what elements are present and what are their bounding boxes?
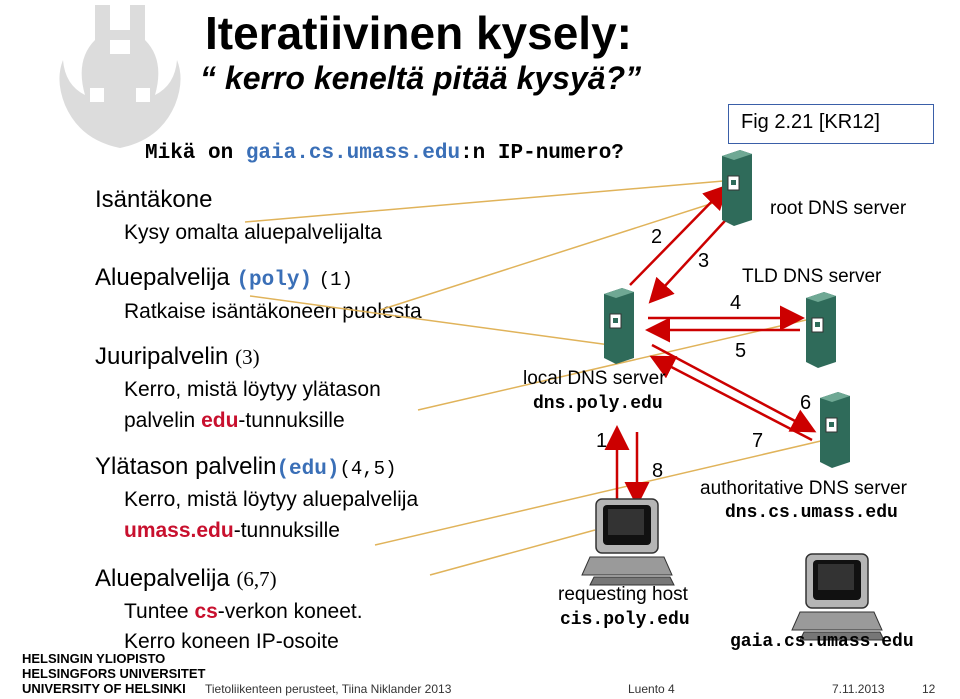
step-label-2: 2 (651, 226, 663, 248)
root-desc-2-hl: edu (201, 409, 239, 432)
auth-desc-1-hl: cs (194, 600, 218, 623)
step-label-5: 5 (735, 340, 747, 362)
auth-server-name: dns.cs.umass.edu (725, 503, 898, 523)
tld-server-icon (806, 292, 836, 368)
tld-title: Ylätason palvelin (95, 453, 277, 480)
arrow-step-7 (649, 355, 813, 442)
host-desc: Kysy omalta aluepalvelijalta (124, 221, 382, 244)
auth-step: (6,7) (236, 567, 277, 591)
auth-server-icon (820, 392, 850, 468)
arrow-step-6 (651, 343, 817, 433)
connector-local (249, 295, 611, 346)
step-label-6: 6 (800, 392, 812, 414)
step-label-8: 8 (652, 460, 664, 482)
connector-tld (417, 319, 807, 411)
tld-desc-2-post: -tunnuksille (233, 519, 340, 542)
local-server-icon (604, 288, 634, 364)
step-label-3: 3 (698, 250, 710, 272)
logo-line-2: HELSINGFORS UNIVERSITET (22, 666, 206, 681)
tld-step: (4,5) (339, 458, 397, 480)
auth-server-bullet: Aluepalvelija (6,7) (95, 565, 277, 593)
local-server-label: local DNS server (523, 368, 666, 389)
requesting-host-label: requesting host (558, 584, 688, 605)
tld-server-bullet: Ylätason palvelin(edu)(4,5) (95, 453, 396, 481)
question-host: gaia.cs.umass.edu (245, 142, 461, 165)
tld-desc-2: umass.edu-tunnuksille (124, 519, 340, 543)
auth-title: Aluepalvelija (95, 565, 230, 592)
root-server-label: root DNS server (770, 198, 907, 219)
host-title: Isäntäkone (95, 186, 213, 213)
local-code: (poly) (236, 269, 313, 292)
tld-server-label: TLD DNS server (742, 266, 882, 287)
footer-page-number: 12 (922, 682, 936, 696)
auth-desc-1: Tuntee cs-verkon koneet. (124, 600, 363, 624)
footer-date: 7.11.2013 (832, 682, 885, 696)
footer-course: Tietoliikenteen perusteet, Tiina Nikland… (205, 682, 452, 696)
local-step: (1) (318, 269, 353, 291)
tld-desc-2-hl: umass.edu (124, 519, 234, 542)
root-server-bullet: Juuripalvelin (3) (95, 343, 260, 371)
connector-host (429, 529, 596, 576)
root-server-icon (722, 150, 752, 226)
root-desc-2-post: -tunnuksille (238, 409, 345, 432)
requesting-host-name: cis.poly.edu (560, 610, 690, 630)
connector-host-root (244, 179, 736, 223)
question-line: Mikä on gaia.cs.umass.edu:n IP-numero? (145, 142, 624, 165)
question-prefix: Mikä on (145, 142, 246, 165)
auth-server-label: authoritative DNS server (700, 478, 907, 499)
auth-desc-1-pre: Tuntee (124, 600, 195, 623)
root-desc-1: Kerro, mistä löytyy ylätason (124, 378, 381, 401)
footer-lecture: Luento 4 (628, 682, 675, 696)
connector-auth (374, 439, 826, 546)
auth-desc-1-post: -verkon koneet. (217, 600, 363, 623)
root-step: (3) (235, 345, 260, 369)
slide-subtitle: “ kerro keneltä pitää kysyä?” (200, 60, 642, 96)
question-suffix: :n IP-numero? (460, 142, 624, 165)
root-desc-2-pre: palvelin (124, 409, 202, 432)
local-title: Aluepalvelija (95, 264, 230, 291)
university-logo-icon (59, 5, 181, 148)
gaia-computer-icon (791, 553, 885, 641)
tld-desc-1: Kerro, mistä löytyy aluepalvelija (124, 488, 419, 511)
root-desc-2: palvelin edu-tunnuksille (124, 409, 345, 433)
step-label-1: 1 (596, 430, 608, 452)
requesting-host-computer-icon (581, 498, 675, 586)
step-arrows (604, 184, 817, 507)
step-label-4: 4 (730, 292, 742, 314)
slide-title: Iteratiivinen kysely: (205, 7, 632, 59)
local-server-name: dns.poly.edu (533, 394, 663, 414)
local-server-bullet: Aluepalvelija (poly) (1) (95, 264, 353, 292)
figure-reference: Fig 2.21 [KR12] (728, 104, 934, 144)
connector-root-line (379, 195, 736, 311)
auth-desc-2: Kerro koneen IP-osoite (124, 630, 339, 653)
logo-line-3: UNIVERSITY OF HELSINKI (22, 681, 186, 696)
arrow-step-3 (648, 209, 736, 304)
arrow-step-2 (629, 184, 729, 286)
logo-line-1: HELSINGIN YLIOPISTO (22, 651, 166, 666)
tld-code: (edu) (276, 458, 340, 481)
local-desc: Ratkaise isäntäkoneen puolesta (124, 300, 422, 323)
step-label-7: 7 (752, 430, 764, 452)
gaia-host-name: gaia.cs.umass.edu (730, 632, 914, 652)
connector-lines (244, 179, 826, 576)
root-title: Juuripalvelin (95, 343, 229, 370)
